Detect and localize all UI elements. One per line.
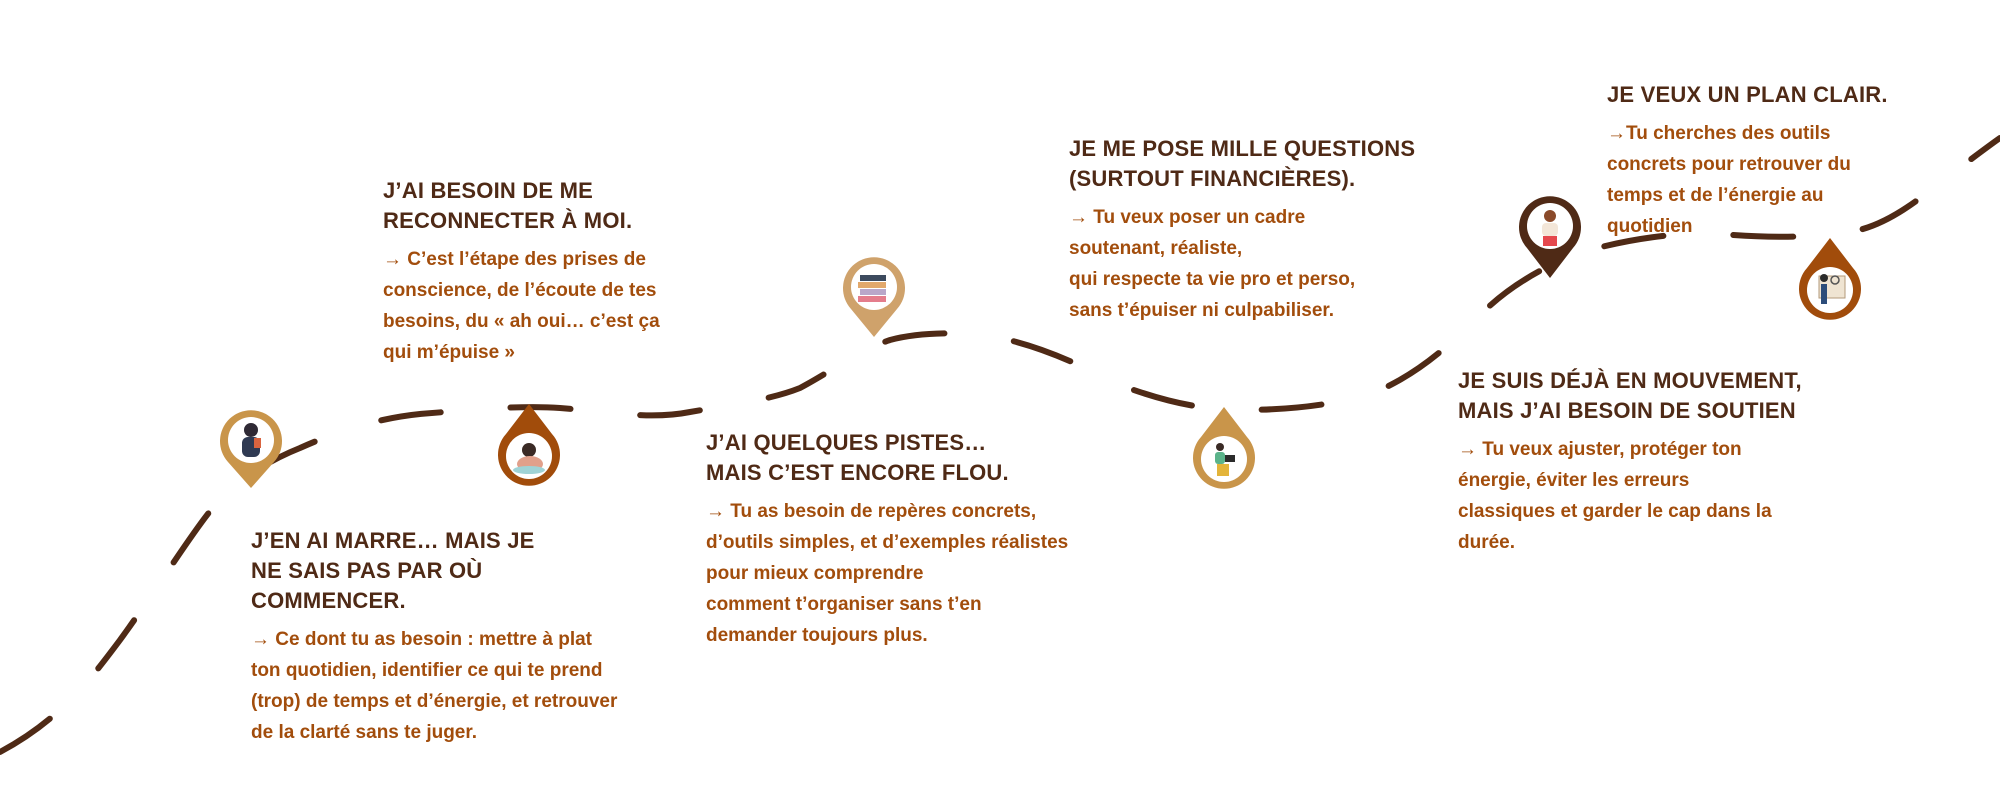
person-relaxing-icon [513,443,545,474]
pin-step-1 [220,410,282,488]
pin-step-5 [1519,196,1581,278]
person-sitting-hugging-knees-icon [242,423,261,457]
pin-step-2 [498,404,560,486]
person-at-laptop-icon [1215,443,1235,476]
step-5: JE SUIS DÉJÀ EN MOUVEMENT,MAIS J’AI BESO… [1458,366,1802,558]
step-description: → Tu as besoin de repères concrets,d’out… [706,501,1069,646]
step-6: JE VEUX UN PLAN CLAIR. →Tu cherches des … [1607,80,1888,242]
books-stack-icon [858,275,886,302]
pin-step-6 [1799,238,1861,320]
confident-person-icon [1542,210,1558,246]
step-4: JE ME POSE MILLE QUESTIONS(SURTOUT FINAN… [1069,134,1415,326]
person-with-magnifier-book-icon [1818,274,1846,304]
pin-step-3 [843,257,905,337]
step-title: JE VEUX UN PLAN CLAIR. [1607,82,1888,107]
step-title: JE SUIS DÉJÀ EN MOUVEMENT,MAIS J’AI BESO… [1458,368,1802,423]
step-title: JE ME POSE MILLE QUESTIONS(SURTOUT FINAN… [1069,136,1416,191]
pin-step-4 [1193,407,1255,489]
step-title: J’AI QUELQUES PISTES…MAIS C’EST ENCORE F… [706,430,1009,485]
step-3: J’AI QUELQUES PISTES…MAIS C’EST ENCORE F… [706,428,1068,651]
